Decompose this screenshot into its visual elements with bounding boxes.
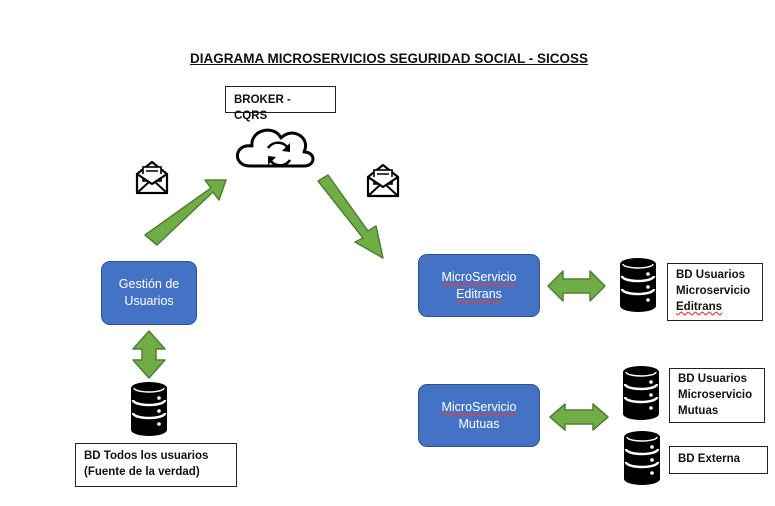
database-icon bbox=[621, 364, 661, 422]
db-todos-label: BD Todos los usuarios (Fuente de la verd… bbox=[75, 443, 237, 487]
envelope-letter-icon bbox=[135, 160, 169, 195]
diagram-title: DIAGRAMA MICROSERVICIOS SEGURIDAD SOCIAL… bbox=[190, 51, 589, 66]
arrow-mutuas-db bbox=[549, 403, 609, 431]
db-label-line: Mutuas bbox=[678, 405, 719, 417]
service-mutuas: MicroServicio Mutuas bbox=[418, 384, 540, 447]
service-line: Editrans bbox=[456, 286, 502, 301]
database-icon bbox=[618, 256, 658, 314]
db-label-line: BD Todos los usuarios bbox=[84, 450, 209, 462]
db-label-line: Microservicio bbox=[676, 285, 751, 297]
cloud-sync-icon bbox=[236, 128, 315, 168]
service-line: MicroServicio bbox=[441, 399, 517, 414]
broker-label: BROKER - CQRS bbox=[225, 86, 336, 122]
db-mutuas-label: BD Usuarios Microservicio Mutuas bbox=[669, 368, 765, 423]
broker-label-text: BROKER - CQRS bbox=[234, 94, 291, 122]
arrow-gestion-db bbox=[132, 330, 166, 379]
db-label-line: BD Usuarios bbox=[676, 269, 746, 281]
db-label-line: BD Usuarios bbox=[678, 373, 748, 385]
service-line: Usuarios bbox=[124, 294, 174, 308]
service-editrans: MicroServicio Editrans bbox=[418, 254, 540, 317]
db-label-line: (Fuente de la verdad) bbox=[84, 466, 200, 478]
arrow-to-broker bbox=[144, 179, 227, 246]
arrow-editrans-db bbox=[547, 270, 606, 302]
db-editrans-label: BD Usuarios Microservicio Editrans bbox=[667, 263, 763, 321]
database-icon bbox=[622, 429, 662, 487]
service-line: Gestión de bbox=[118, 277, 180, 291]
db-label-line: Microservicio bbox=[678, 389, 753, 401]
db-externa-label: BD Externa bbox=[669, 446, 768, 474]
service-gestion-usuarios: Gestión de Usuarios bbox=[101, 261, 197, 325]
service-line: Mutuas bbox=[458, 416, 500, 431]
database-icon bbox=[129, 380, 169, 438]
service-line: MicroServicio bbox=[441, 269, 517, 284]
arrow-from-broker bbox=[317, 174, 384, 259]
db-label-line: Editrans bbox=[676, 301, 723, 313]
envelope-letter-icon bbox=[366, 163, 400, 198]
db-label-line: BD Externa bbox=[678, 453, 740, 465]
